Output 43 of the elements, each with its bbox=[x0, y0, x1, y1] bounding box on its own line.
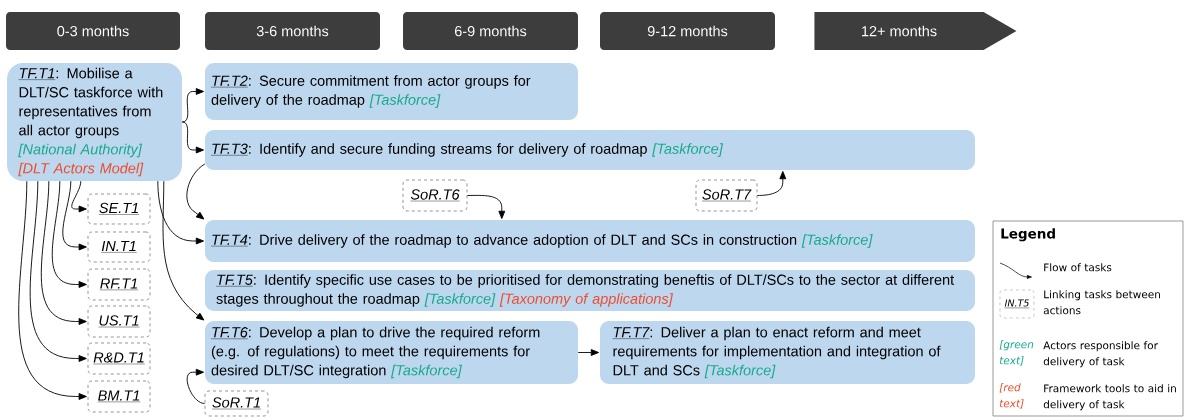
legend-sample-text: [green text] bbox=[999, 340, 1034, 366]
linking-task-box: BM.T1 bbox=[87, 380, 151, 413]
legend-text: Linking tasks between actions bbox=[1043, 290, 1160, 315]
timeline-band: 3-6 months bbox=[205, 12, 380, 50]
task-box: TF.T3: Identify and secure funding streams for delivery of roadmap [Taskforce] bbox=[205, 130, 975, 170]
linking-task-box: RF.T1 bbox=[87, 268, 151, 301]
arrow bbox=[157, 180, 204, 245]
legend-text: Actors responsible for delivery of task bbox=[1043, 341, 1158, 368]
arrow bbox=[51, 180, 87, 288]
linking-task-box: R&D.T1 bbox=[87, 342, 151, 375]
task-box: TF.T5: Identify specific use cases to be prioritised for demonstrating beneftis of DLT/SCs to the sector at different stages throughout the roadmap [Taskforce] [Taxonomy of applications] bbox=[205, 270, 975, 311]
arrow bbox=[577, 349, 599, 356]
linking-task-box: IN.T1 bbox=[87, 231, 151, 263]
arrow bbox=[181, 88, 204, 123]
timeline-band: 9-12 months bbox=[600, 12, 775, 50]
legend-text: Framework tools to aid in delivery of task bbox=[1043, 384, 1176, 411]
arrow bbox=[181, 121, 204, 154]
linking-task-box: US.T1 bbox=[87, 305, 151, 338]
linking-task-box: SoR.T7 bbox=[695, 179, 758, 212]
arrow bbox=[40, 180, 87, 325]
arrow bbox=[62, 180, 87, 251]
legend-text: Flow of tasks bbox=[1044, 263, 1112, 272]
task-box: TF.T1 : Mobilise a DLT/SC taskforce with representatives from all actor groups [National Authority] [DLT Actors Model] bbox=[7, 63, 182, 181]
arrow bbox=[162, 180, 205, 321]
linking-task-box: SoR.T1 bbox=[204, 390, 269, 417]
arrow bbox=[466, 194, 506, 219]
arrow bbox=[756, 171, 787, 196]
task-box: TF.T7: Deliver a plan to enact reform and meet requirements for implementation and integration of DLT and SCs [Taskforce] bbox=[600, 321, 975, 384]
arrow bbox=[18, 180, 87, 400]
legend-title: Legend bbox=[1001, 228, 1055, 242]
task-box: TF.T2: Secure commitment from actor groups for delivery of the roadmap [Taskforce] bbox=[205, 63, 578, 120]
arrow bbox=[186, 163, 206, 220]
task-box: TF.T4: Drive delivery of the roadmap to advance adoption of DLT and SCs in construction [Taskforce] bbox=[205, 220, 975, 262]
arrow bbox=[29, 180, 87, 362]
task-box: TF.T6: Develop a plan to drive the required reform (e.g. of regulations) to meet the requirements for desired DLT/SC integration [Taskforce] bbox=[205, 321, 578, 384]
linking-task-box: SoR.T6 bbox=[402, 179, 468, 212]
timeline-band: 0-3 months bbox=[6, 12, 180, 50]
arrow bbox=[186, 368, 206, 404]
arrow bbox=[71, 180, 87, 213]
linking-task-sample: IN.T5 bbox=[999, 289, 1035, 319]
legend-sample-text: [red text] bbox=[999, 383, 1024, 409]
linking-task-box: SE.T1 bbox=[87, 193, 151, 225]
timeline-band: 6-9 months bbox=[403, 12, 578, 50]
